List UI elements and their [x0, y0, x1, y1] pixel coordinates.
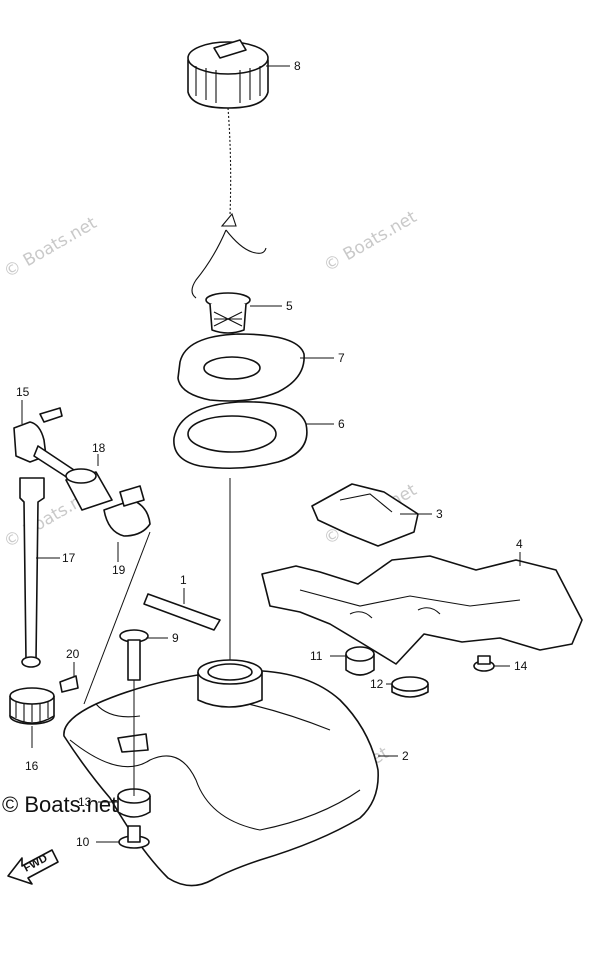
part-18-sleeve	[65, 468, 113, 511]
part-5-strainer	[205, 292, 251, 334]
callout-15: 15	[16, 385, 30, 399]
callouts: 8 5 7 6 3 4 1 9 15 18 17 19 20 16 11 12 …	[16, 59, 528, 849]
callout-1: 1	[180, 573, 187, 587]
callout-6: 6	[338, 417, 345, 431]
part-7-gasket	[177, 333, 305, 402]
callout-13: 13	[78, 795, 92, 809]
brand-logo: © Boats.net	[2, 792, 117, 817]
part-3-bracket	[311, 483, 419, 547]
callout-19: 19	[112, 563, 126, 577]
part-wire-keeper	[191, 229, 267, 299]
part-11-mount	[345, 646, 375, 676]
callout-3: 3	[436, 507, 443, 521]
callout-10: 10	[76, 835, 90, 849]
callout-14: 14	[514, 659, 528, 673]
callout-8: 8	[294, 59, 301, 73]
leader-lines	[21, 65, 521, 843]
part-6-seal	[173, 401, 308, 665]
part-19-clamp	[103, 485, 151, 537]
part-1-stick	[143, 593, 221, 631]
watermark-2: © Boats.net	[321, 207, 421, 276]
part-4-tank-bracket	[261, 555, 583, 665]
part-12-washer	[391, 676, 429, 698]
callout-9: 9	[172, 631, 179, 645]
callout-18: 18	[92, 441, 106, 455]
part-17-hose	[19, 477, 45, 668]
part-8-fuel-cap	[187, 39, 269, 227]
callout-12: 12	[370, 677, 384, 691]
part-15-connector	[13, 407, 75, 479]
callout-20: 20	[66, 647, 80, 661]
callout-16: 16	[25, 759, 39, 773]
callout-17: 17	[62, 551, 76, 565]
callout-11: 11	[310, 649, 323, 663]
callout-4: 4	[516, 537, 523, 551]
part-14-nut	[473, 655, 495, 672]
part-16-filter	[9, 687, 55, 725]
fwd-arrow-icon: FWD	[7, 849, 59, 885]
watermark-1: © Boats.net	[1, 213, 101, 282]
part-9-bolt	[119, 629, 149, 681]
callout-7: 7	[338, 351, 345, 365]
callout-5: 5	[286, 299, 293, 313]
callout-2: 2	[402, 749, 409, 763]
part-20-screw	[59, 675, 79, 693]
part-2-tank	[63, 659, 379, 887]
part-10-collar	[118, 825, 150, 849]
